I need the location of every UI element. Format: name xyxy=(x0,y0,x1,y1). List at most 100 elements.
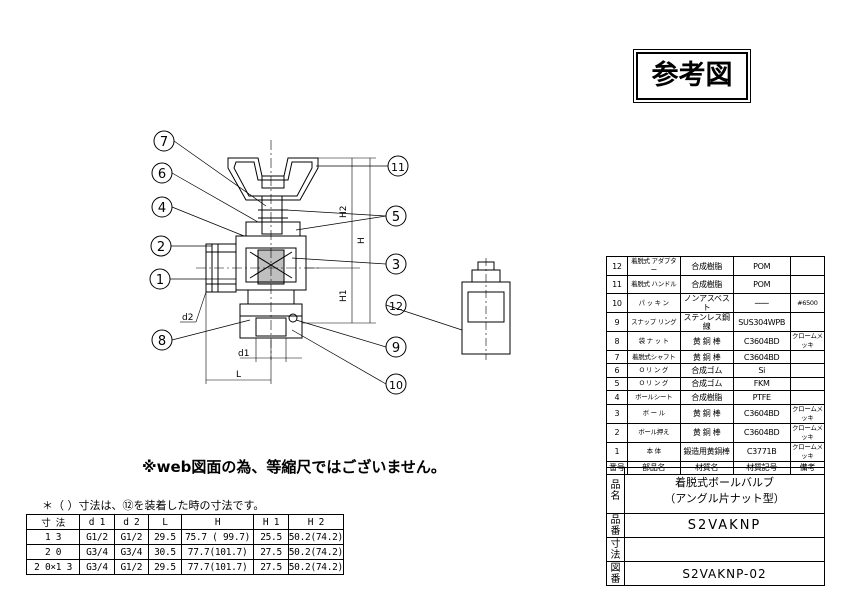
parts-cell-material: 鍛造用黄銅棒 xyxy=(679,441,734,462)
dimension-cell: 27.5 xyxy=(253,559,289,575)
callout-6: 6 xyxy=(158,167,166,182)
parts-cell-name: O リ ン グ xyxy=(626,376,681,392)
parts-cell-no: 7 xyxy=(606,349,628,365)
parts-cell-code: Si xyxy=(732,363,791,378)
parts-cell-no: 3 xyxy=(606,403,628,424)
parts-cell-name: ボ ー ル xyxy=(626,403,681,424)
parts-cell-name: 本 体 xyxy=(626,441,681,462)
parts-cell-material: ステンレス鋼線 xyxy=(679,312,734,332)
dim-h: H xyxy=(357,237,367,244)
parts-cell-code: ─── xyxy=(732,293,791,313)
callout-5: 5 xyxy=(392,210,400,225)
dim-d1: d1 xyxy=(238,349,249,359)
dimension-cell: G1/2 xyxy=(113,559,150,575)
parts-cell-note: クロームメッキ xyxy=(789,422,826,443)
callout-2: 2 xyxy=(157,240,165,255)
parts-cell-code: POM xyxy=(732,256,791,276)
dimension-cell: 1 3 xyxy=(25,529,81,545)
parts-cell-code: PTFE xyxy=(732,390,791,405)
parts-cell-no: 1 xyxy=(606,441,628,462)
parts-cell-name: スナップ リング xyxy=(626,312,681,332)
reference-drawing-title: 参考図 xyxy=(633,49,751,103)
drawing-number: S2VAKNP-02 xyxy=(624,561,825,586)
parts-cell-note: クロームメッキ xyxy=(789,441,826,462)
parts-cell-no: 6 xyxy=(606,363,628,378)
parts-cell-no: 10 xyxy=(606,293,628,313)
parts-cell-name: 着脱式 アダプター xyxy=(626,256,681,276)
dimension-header-cell: H xyxy=(180,514,255,530)
parts-cell-material: 合成樹脂 xyxy=(679,275,734,294)
dim-h2: H2 xyxy=(339,206,349,219)
parts-cell-material: 黄 銅 棒 xyxy=(679,422,734,443)
product-name: 着脱式ボールバルブ （アングル片ナット型） xyxy=(624,467,825,514)
dimension-header-cell: 寸 法 xyxy=(25,514,81,530)
parts-cell-code: SUS304WPB xyxy=(732,312,791,332)
product-name-line2: （アングル片ナット型） xyxy=(664,491,785,505)
parts-cell-no: 5 xyxy=(606,376,628,392)
dimension-cell: 29.5 xyxy=(148,559,182,575)
callout-1: 1 xyxy=(156,273,164,288)
parts-cell-name: ボールシート xyxy=(626,390,681,405)
parts-cell-no: 8 xyxy=(606,331,628,351)
callout-7: 7 xyxy=(160,135,168,150)
parts-cell-name: O リ ン グ xyxy=(626,363,681,378)
callout-4: 4 xyxy=(158,201,166,216)
dimension-cell: G3/4 xyxy=(113,544,150,560)
dimension-cell: 2 0 xyxy=(25,544,81,560)
drawing-label: 図番 xyxy=(606,561,625,586)
parts-cell-note xyxy=(789,256,826,276)
parts-cell-name: パ ッ キ ン xyxy=(626,293,681,313)
dim-d2: d2 xyxy=(182,313,193,323)
parts-cell-note: クロームメッキ xyxy=(789,403,826,424)
callout-3: 3 xyxy=(392,258,400,273)
parts-cell-code: C3604BD xyxy=(732,331,791,351)
dimension-cell: 77.7(101.7) xyxy=(180,544,255,560)
parts-cell-material: ノンアスベスト xyxy=(679,293,734,313)
parts-cell-code: C3604BD xyxy=(732,403,791,424)
parts-cell-note: #6500 xyxy=(789,293,826,313)
product-code: S2VAKNP xyxy=(624,513,825,538)
dimension-cell: 25.5 xyxy=(253,529,289,545)
dim-l: L xyxy=(236,370,241,380)
callout-9: 9 xyxy=(392,341,400,356)
parts-cell-code: FKM xyxy=(732,376,791,392)
parts-cell-code: POM xyxy=(732,275,791,294)
callout-11: 11 xyxy=(391,161,405,174)
parts-cell-code: C3771B xyxy=(732,441,791,462)
dimension-cell: G3/4 xyxy=(79,544,115,560)
code-label: 品番 xyxy=(606,513,625,538)
dimension-header-cell: H 2 xyxy=(287,514,345,530)
parts-cell-name: 着脱式 ハンドル xyxy=(626,275,681,294)
parts-cell-material: 黄 銅 棒 xyxy=(679,349,734,365)
callout-8: 8 xyxy=(158,334,166,349)
parts-cell-code: C3604BD xyxy=(732,349,791,365)
product-name-line1: 着脱式ボールバルブ xyxy=(675,475,774,489)
parts-cell-no: 12 xyxy=(606,256,628,276)
dimension-value xyxy=(624,537,825,562)
dimension-note: ＊（ ）寸法は、⑫を装着した時の寸法です。 xyxy=(42,499,265,512)
parts-cell-material: 合成ゴム xyxy=(679,363,734,378)
parts-cell-name: 袋 ナ ッ ト xyxy=(626,331,681,351)
dimension-cell: 2 0×1 3 xyxy=(25,559,81,575)
handle-outline xyxy=(227,157,319,201)
parts-cell-material: 黄 銅 棒 xyxy=(679,331,734,351)
parts-cell-name: ボール押え xyxy=(626,422,681,443)
dimension-cell: G1/2 xyxy=(79,529,115,545)
parts-cell-note xyxy=(789,363,826,378)
dimension-header-cell: L xyxy=(148,514,182,530)
